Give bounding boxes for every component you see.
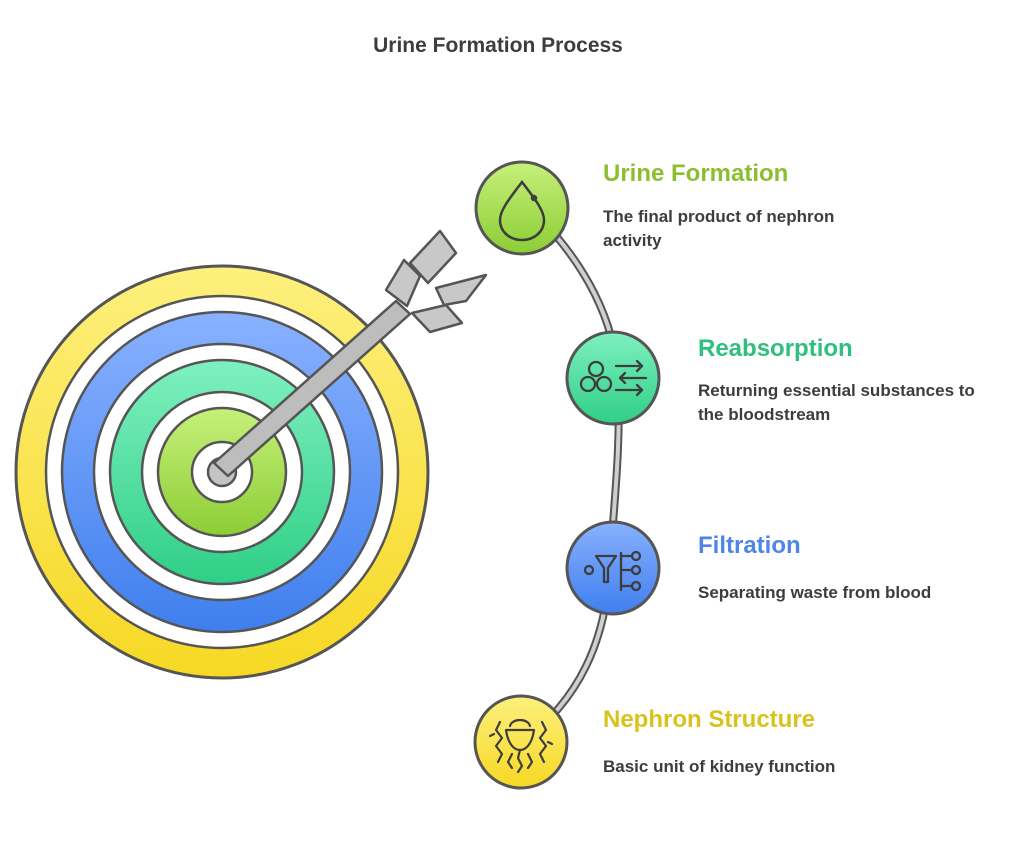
arrow-fletching-2 — [408, 229, 458, 285]
step-title-reabsorption: Reabsorption — [698, 335, 853, 362]
arrow-fletching-1 — [384, 258, 422, 308]
timeline-arc-inner — [518, 216, 621, 746]
step-circle-urine-formation — [474, 160, 570, 256]
arrow-shaft — [212, 299, 412, 478]
step-title-urine-formation: Urine Formation — [603, 160, 789, 187]
arrow-fletching-3 — [410, 303, 464, 334]
step-circle-reabsorption — [565, 330, 661, 426]
arrow-icon — [212, 229, 488, 478]
step-filtration — [565, 520, 661, 616]
step-description-nephron-structure: Basic unit of kidney function — [603, 757, 836, 776]
timeline-arc — [516, 214, 623, 748]
reabsorption-icon — [579, 359, 648, 397]
diagram-title: Urine Formation Process — [373, 34, 623, 57]
step-description-filtration: Separating waste from blood — [698, 583, 932, 602]
step-urine-formation — [474, 160, 570, 256]
nephron-icon — [488, 718, 554, 774]
step-description-reabsorption: Returning essential substances to the bl… — [698, 381, 975, 424]
step-reabsorption — [565, 330, 661, 426]
step-circle-nephron-structure — [473, 694, 569, 790]
water-drop-icon — [498, 179, 546, 242]
step-title-filtration: Filtration — [698, 532, 801, 559]
arrow-fletching-4 — [434, 273, 488, 307]
filter-funnel-icon — [583, 550, 642, 592]
step-nephron-structure — [473, 694, 569, 790]
step-circle-filtration — [565, 520, 661, 616]
step-title-nephron-structure: Nephron Structure — [603, 706, 816, 733]
step-description-urine-formation: The final product of nephron activity — [603, 207, 835, 250]
